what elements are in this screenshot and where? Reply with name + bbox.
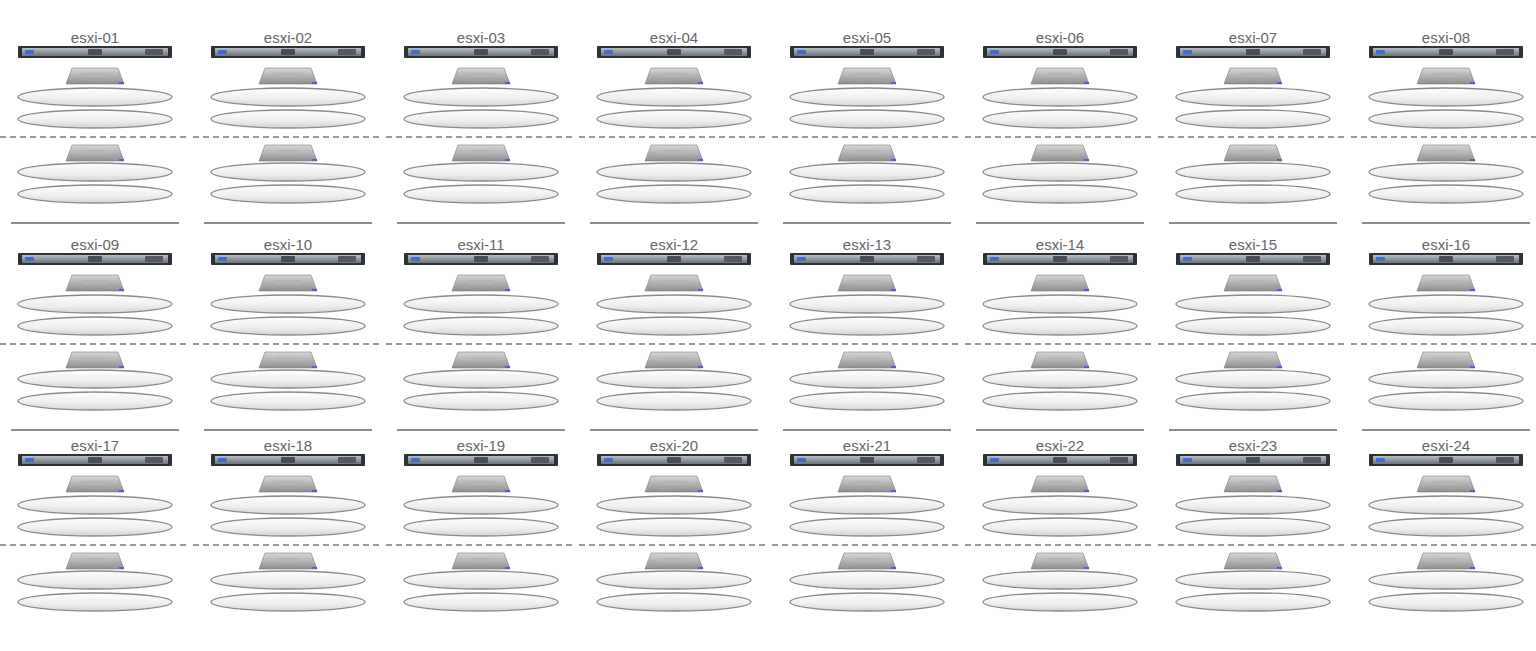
host-node: esxi-11 [385,236,577,426]
host-drawing [386,46,576,223]
host-label: esxi-02 [192,29,384,47]
host-drawing [579,46,769,223]
host-node: esxi-21 [771,437,963,627]
host-drawing [965,253,1155,430]
host-node: esxi-15 [1157,236,1349,426]
host-drawing [386,253,576,430]
host-label: esxi-12 [578,236,770,254]
host-node: esxi-09 [0,236,191,426]
host-drawing [579,253,769,430]
host-node: esxi-23 [1157,437,1349,627]
host-drawing [772,46,962,223]
host-node: esxi-10 [192,236,384,426]
host-node: esxi-03 [385,29,577,219]
host-node: esxi-04 [578,29,770,219]
host-label: esxi-14 [964,236,1156,254]
host-drawing [193,253,383,430]
host-drawing [193,46,383,223]
host-node: esxi-01 [0,29,191,219]
host-drawing [772,253,962,430]
host-drawing [579,454,769,611]
host-drawing [1351,253,1536,430]
host-drawing [1158,46,1348,223]
host-drawing [1351,454,1536,611]
host-label: esxi-16 [1350,236,1536,254]
host-label: esxi-23 [1157,437,1349,455]
host-drawing [965,454,1155,611]
host-label: esxi-04 [578,29,770,47]
host-label: esxi-18 [192,437,384,455]
host-drawing [1351,46,1536,223]
host-label: esxi-22 [964,437,1156,455]
host-drawing [0,46,190,223]
host-drawing [0,454,190,611]
host-label: esxi-19 [385,437,577,455]
host-label: esxi-11 [385,236,577,254]
host-label: esxi-05 [771,29,963,47]
host-node: esxi-06 [964,29,1156,219]
host-node: esxi-05 [771,29,963,219]
host-drawing [1158,454,1348,611]
host-label: esxi-17 [0,437,191,455]
host-node: esxi-16 [1350,236,1536,426]
host-label: esxi-24 [1350,437,1536,455]
host-label: esxi-06 [964,29,1156,47]
host-label: esxi-09 [0,236,191,254]
host-node: esxi-18 [192,437,384,627]
host-node: esxi-20 [578,437,770,627]
host-node: esxi-17 [0,437,191,627]
host-node: esxi-13 [771,236,963,426]
host-drawing [772,454,962,611]
host-node: esxi-19 [385,437,577,627]
host-node: esxi-12 [578,236,770,426]
host-node: esxi-22 [964,437,1156,627]
host-drawing [0,253,190,430]
host-drawing [1158,253,1348,430]
host-label: esxi-20 [578,437,770,455]
host-node: esxi-14 [964,236,1156,426]
host-label: esxi-10 [192,236,384,254]
host-label: esxi-21 [771,437,963,455]
host-node: esxi-07 [1157,29,1349,219]
host-label: esxi-08 [1350,29,1536,47]
host-label: esxi-01 [0,29,191,47]
host-node: esxi-02 [192,29,384,219]
host-label: esxi-03 [385,29,577,47]
host-node: esxi-08 [1350,29,1536,219]
host-drawing [965,46,1155,223]
host-node: esxi-24 [1350,437,1536,627]
host-label: esxi-13 [771,236,963,254]
host-drawing [386,454,576,611]
host-label: esxi-15 [1157,236,1349,254]
host-drawing [193,454,383,611]
host-label: esxi-07 [1157,29,1349,47]
